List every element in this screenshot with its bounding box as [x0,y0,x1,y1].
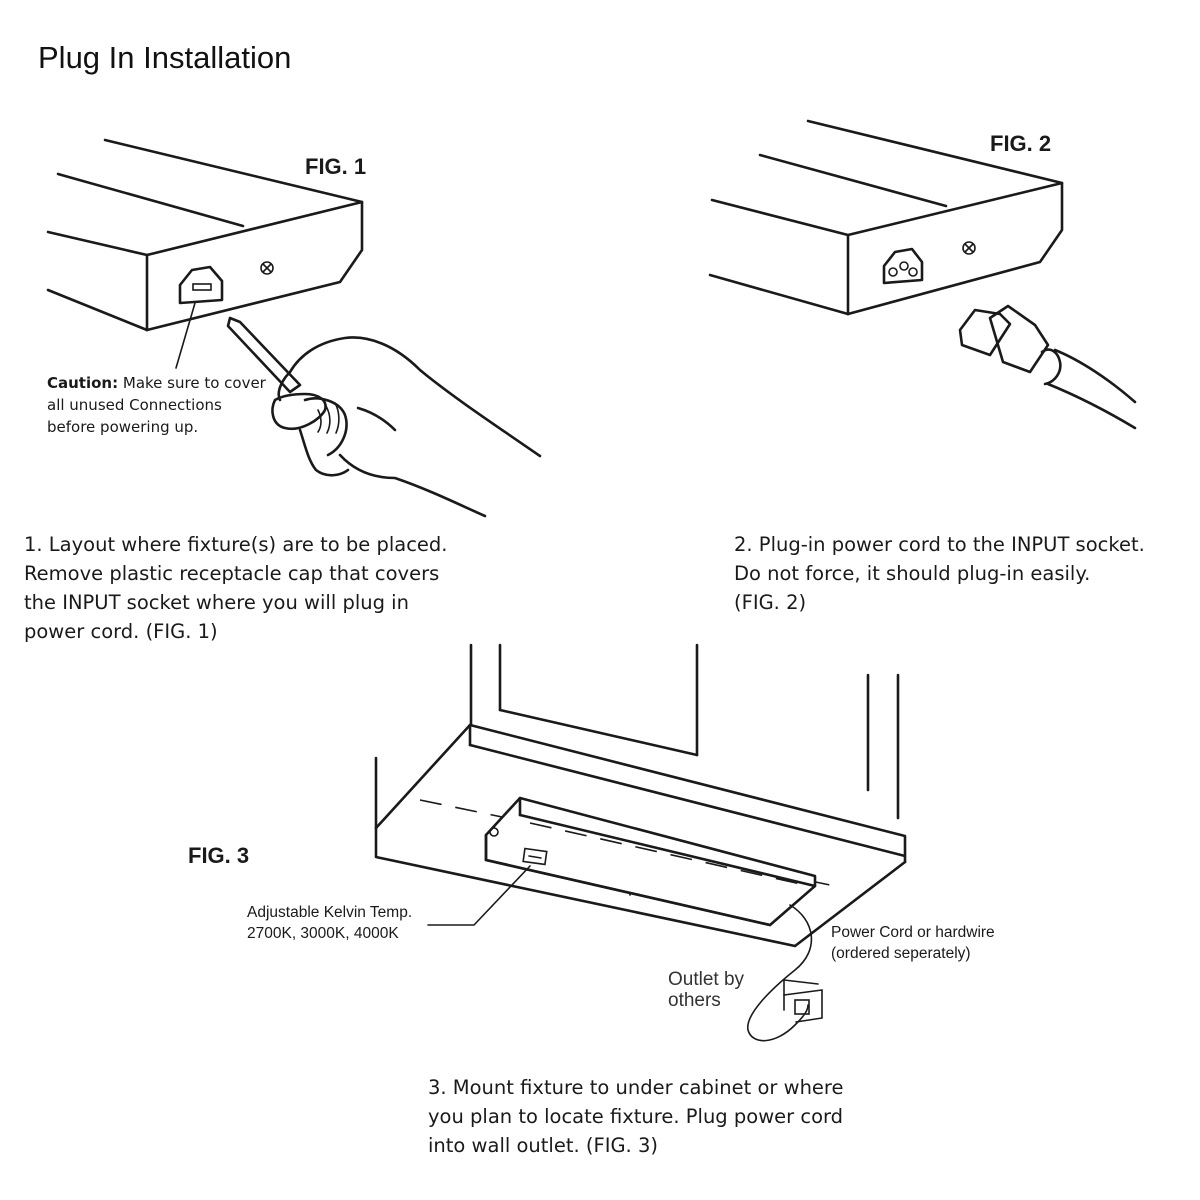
page-title: Plug In Installation [38,40,292,75]
step-3-line: 3. Mount fixture to under cabinet or whe… [428,1076,844,1099]
caution-line-3: before powering up. [47,418,199,436]
step-2-text: 2. Plug-in power cord to the INPUT socke… [734,530,1145,617]
kelvin-line-1: Adjustable Kelvin Temp. [247,904,413,921]
fig2-fixture [708,119,1064,316]
fig3-cabinet [374,643,907,948]
fig3-label: FIG. 3 [188,843,250,868]
step-1-line: power cord. (FIG. 1) [24,620,218,643]
kelvin-line-2: 2700K, 3000K, 4000K [247,925,399,942]
step-3-text: 3. Mount fixture to under cabinet or whe… [428,1073,844,1160]
step-1-line: the INPUT socket where you will plug in [24,591,409,614]
caution-line-2: all unused Connections [47,396,222,414]
step-3-line: you plan to locate fixture. Plug power c… [428,1105,844,1128]
cord-line-1: Power Cord or hardwire [831,924,995,941]
fig1-fixture [46,138,364,369]
fig3-outlet-note: Outlet by others [668,969,744,1011]
fig1-label: FIG. 1 [305,154,367,179]
fig1-caution-note: Caution: Make sure to cover all unused C… [47,372,266,438]
step-2-line: (FIG. 2) [734,591,807,614]
fig3-cord-and-outlet-icon [747,904,823,1042]
fig1-hand-screwdriver-icon [226,316,542,518]
fig3-kelvin-note: Adjustable Kelvin Temp. 2700K, 3000K, 40… [247,902,412,944]
step-3-line: into wall outlet. (FIG. 3) [428,1134,658,1157]
caution-label: Caution: [47,374,119,392]
cord-line-2: (ordered seperately) [831,945,971,962]
fig3-light-fixture [427,796,817,927]
outlet-line-2: others [668,990,721,1011]
step-1-line: Remove plastic receptacle cap that cover… [24,562,440,585]
step-2-line: 2. Plug-in power cord to the INPUT socke… [734,533,1145,556]
outlet-line-1: Outlet by [668,969,745,990]
caution-line-1: Make sure to cover [118,374,266,392]
fig2-power-cord-plug-icon [958,304,1137,430]
fig3-power-cord-note: Power Cord or hardwire (ordered seperate… [831,922,995,964]
fig2-label: FIG. 2 [990,131,1052,156]
step-1-text: 1. Layout where fixture(s) are to be pla… [24,530,448,646]
step-2-line: Do not force, it should plug-in easily. [734,562,1091,585]
step-1-line: 1. Layout where fixture(s) are to be pla… [24,533,448,556]
